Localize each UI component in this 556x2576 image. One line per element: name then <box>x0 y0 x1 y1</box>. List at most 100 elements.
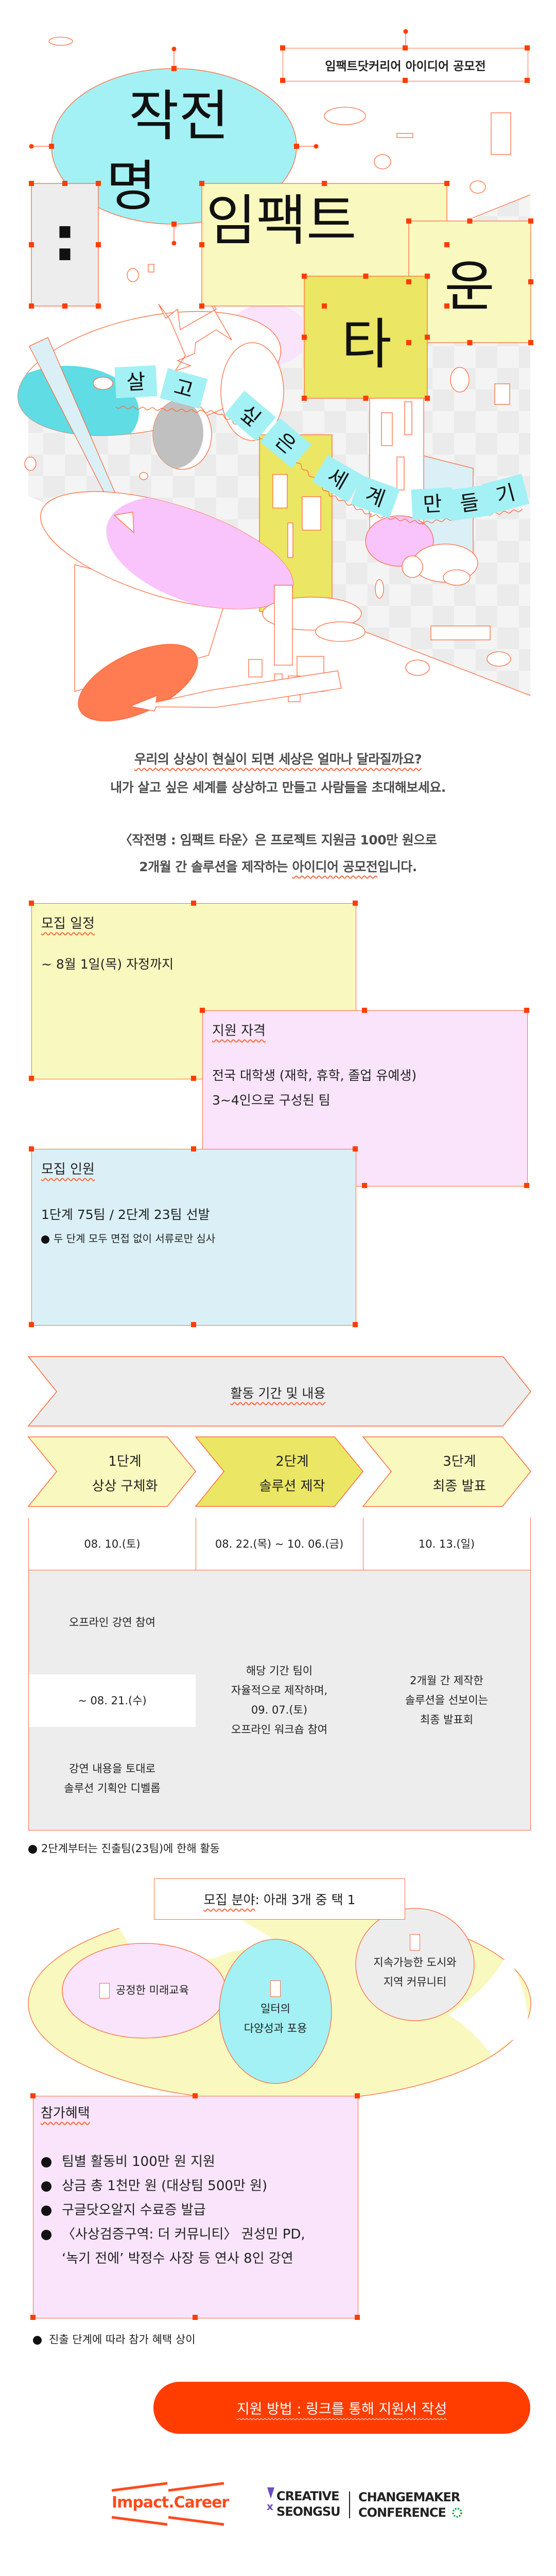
intro-line-4-post: 입니다. <box>377 859 417 874</box>
selection-handle <box>355 2093 360 2098</box>
handle-dot <box>171 241 177 246</box>
changemaker-conference-logo: CHANGEMAKER CONFERENCE <box>358 2489 463 2520</box>
tagline-chip-bg <box>224 391 276 441</box>
checkbox-icon[interactable] <box>270 1980 281 1997</box>
deco-ellipse <box>48 37 73 46</box>
title-ta-box <box>304 276 428 399</box>
checkbox-icon[interactable] <box>410 1934 420 1951</box>
selection-handle <box>302 274 307 279</box>
intro-highlight: 아이디어 공모전 <box>292 859 378 874</box>
field-option-1[interactable]: 공정한 미래교육 <box>62 1980 226 2000</box>
tall-rect <box>274 585 293 666</box>
stage-1-lecture: 오프라인 강연 참여 <box>28 1570 196 1675</box>
benefit-text: 상금 총 1천만 원 (대상팀 500만 원) <box>62 2178 268 2194</box>
card-title: 지원 자격 <box>212 1023 266 1039</box>
deco-rect <box>248 659 263 677</box>
creative-line: CREATIVE <box>276 2489 339 2503</box>
selection-handle <box>29 901 34 906</box>
benefits-title: 참가혜택 <box>41 2106 90 2121</box>
fields-diagram <box>28 1905 531 2102</box>
selection-handle <box>199 181 204 186</box>
seongsu-line: SEONGSU <box>276 2504 341 2519</box>
selection-handle <box>363 274 369 279</box>
stage-2-chevron <box>195 1436 363 1507</box>
deco-circle <box>405 659 430 676</box>
stage-3-step: 3단계 <box>443 1454 476 1469</box>
stage-2-date: 08. 22.(목) ~ 10. 06.(금) <box>196 1518 363 1570</box>
tagline-chip-bg <box>351 475 400 518</box>
selection-handle <box>302 334 307 340</box>
selection-handle <box>199 303 204 309</box>
intro-line-1: 우리의 상상이 현실이 되면 세상은 얼마나 달라질까요? <box>0 749 556 768</box>
intro-line-4: 2개월 간 솔루션을 제작하는 아이디어 공모전입니다. <box>0 857 556 875</box>
selection-handle <box>425 396 430 401</box>
tagline-chip: 살 <box>114 365 158 399</box>
spiky-burst <box>158 288 232 372</box>
tagline-chip: 고 <box>160 368 208 409</box>
deco-circle <box>470 180 486 194</box>
window <box>381 412 393 446</box>
logo-divider <box>349 2492 350 2518</box>
cell-text: 자율적으로 제작하며, <box>231 1684 328 1697</box>
backdrop-edge <box>347 624 531 696</box>
benefit-item: 구글닷오알지 수료증 발급 <box>41 2198 305 2223</box>
cell-text: 솔루션 기획안 디벨롭 <box>64 1782 161 1794</box>
cell-text: 강연 내용을 토대로 <box>69 1762 155 1775</box>
tagline-char: 만 <box>422 492 442 517</box>
card-text: 1단계 75팀 / 2단계 23팀 선발 <box>41 1207 210 1222</box>
tagline-char: 들 <box>459 490 481 517</box>
field-option-2[interactable]: 일터의 다양성과 포용 <box>219 1979 332 2038</box>
logo-bars <box>112 2482 224 2526</box>
white-ellipse <box>315 621 366 642</box>
cell-text: 09. 07.(토) <box>251 1704 308 1716</box>
stage-3-date: 10. 13.(일) <box>363 1518 531 1570</box>
apply-button[interactable]: 지원 방법 : 링크를 통해 지원서 작성 <box>153 2382 530 2434</box>
stage-1-deadline: ~ 08. 21.(수) <box>28 1674 196 1727</box>
tagline-chip-bg <box>411 487 454 521</box>
fields-label-highlight: 모집 분야 <box>203 1892 255 1907</box>
selection-handle <box>402 45 408 50</box>
handle-dot <box>314 144 319 149</box>
stage-3-chevron <box>362 1436 531 1507</box>
stage-2-name: 솔루션 제작 <box>259 1479 325 1494</box>
window <box>404 401 412 435</box>
tagline-chip: 은 <box>260 418 311 468</box>
benefits-footnote-text: 진출 단계에 따라 참가 혜택 상이 <box>49 2333 196 2346</box>
svg-text:x: x <box>267 2500 273 2513</box>
deco-circle <box>24 456 37 471</box>
card-title: 모집 일정 <box>41 916 95 931</box>
cell-text: 2개월 간 제작한 <box>410 1674 483 1687</box>
selection-handle <box>96 181 101 186</box>
deco-circle <box>374 154 391 170</box>
benefit-item: 팀별 활동비 100만 원 지원 <box>41 2150 305 2174</box>
selection-handle <box>62 303 67 309</box>
handle-dot <box>171 46 177 52</box>
bullet-icon <box>41 2157 51 2167</box>
card-recruit: 모집 인원 1단계 75팀 / 2단계 23팀 선발 두 단계 모두 면접 없이… <box>29 1146 358 1327</box>
header-handle <box>403 29 408 48</box>
selection-handle <box>524 1008 529 1013</box>
selection-handle <box>524 1183 529 1188</box>
cell-text: 솔루션을 선보이는 <box>405 1694 489 1706</box>
selection-handle <box>528 279 533 284</box>
selection-handle <box>355 2315 360 2320</box>
selection-handle <box>353 901 358 906</box>
tagline-chip-bg <box>447 484 492 521</box>
benefit-item: 상금 총 1천만 원 (대상팀 500만 원) <box>41 2174 305 2198</box>
white-ellipse <box>443 569 471 586</box>
field-option-3[interactable]: 지속가능한 도시와 지역 커뮤니티 <box>356 1933 474 1992</box>
benefit-text: 구글닷오알지 수료증 발급 <box>62 2202 206 2218</box>
selection-handle <box>30 2315 36 2320</box>
stage-1-develop: 강연 내용을 토대로 솔루션 기획안 디벨롭 <box>28 1727 196 1831</box>
selection-handle <box>425 274 430 279</box>
benefits-card: 참가혜택 <box>30 2093 360 2320</box>
deco-rect <box>491 112 511 155</box>
tagline-chip: 계 <box>351 475 400 518</box>
selection-handle <box>193 2093 198 2098</box>
deco-rect <box>430 625 491 640</box>
selection-handle <box>402 78 408 83</box>
deco-rect <box>396 133 413 138</box>
selection-handle <box>444 242 449 247</box>
checkbox-icon[interactable] <box>99 1983 110 1998</box>
